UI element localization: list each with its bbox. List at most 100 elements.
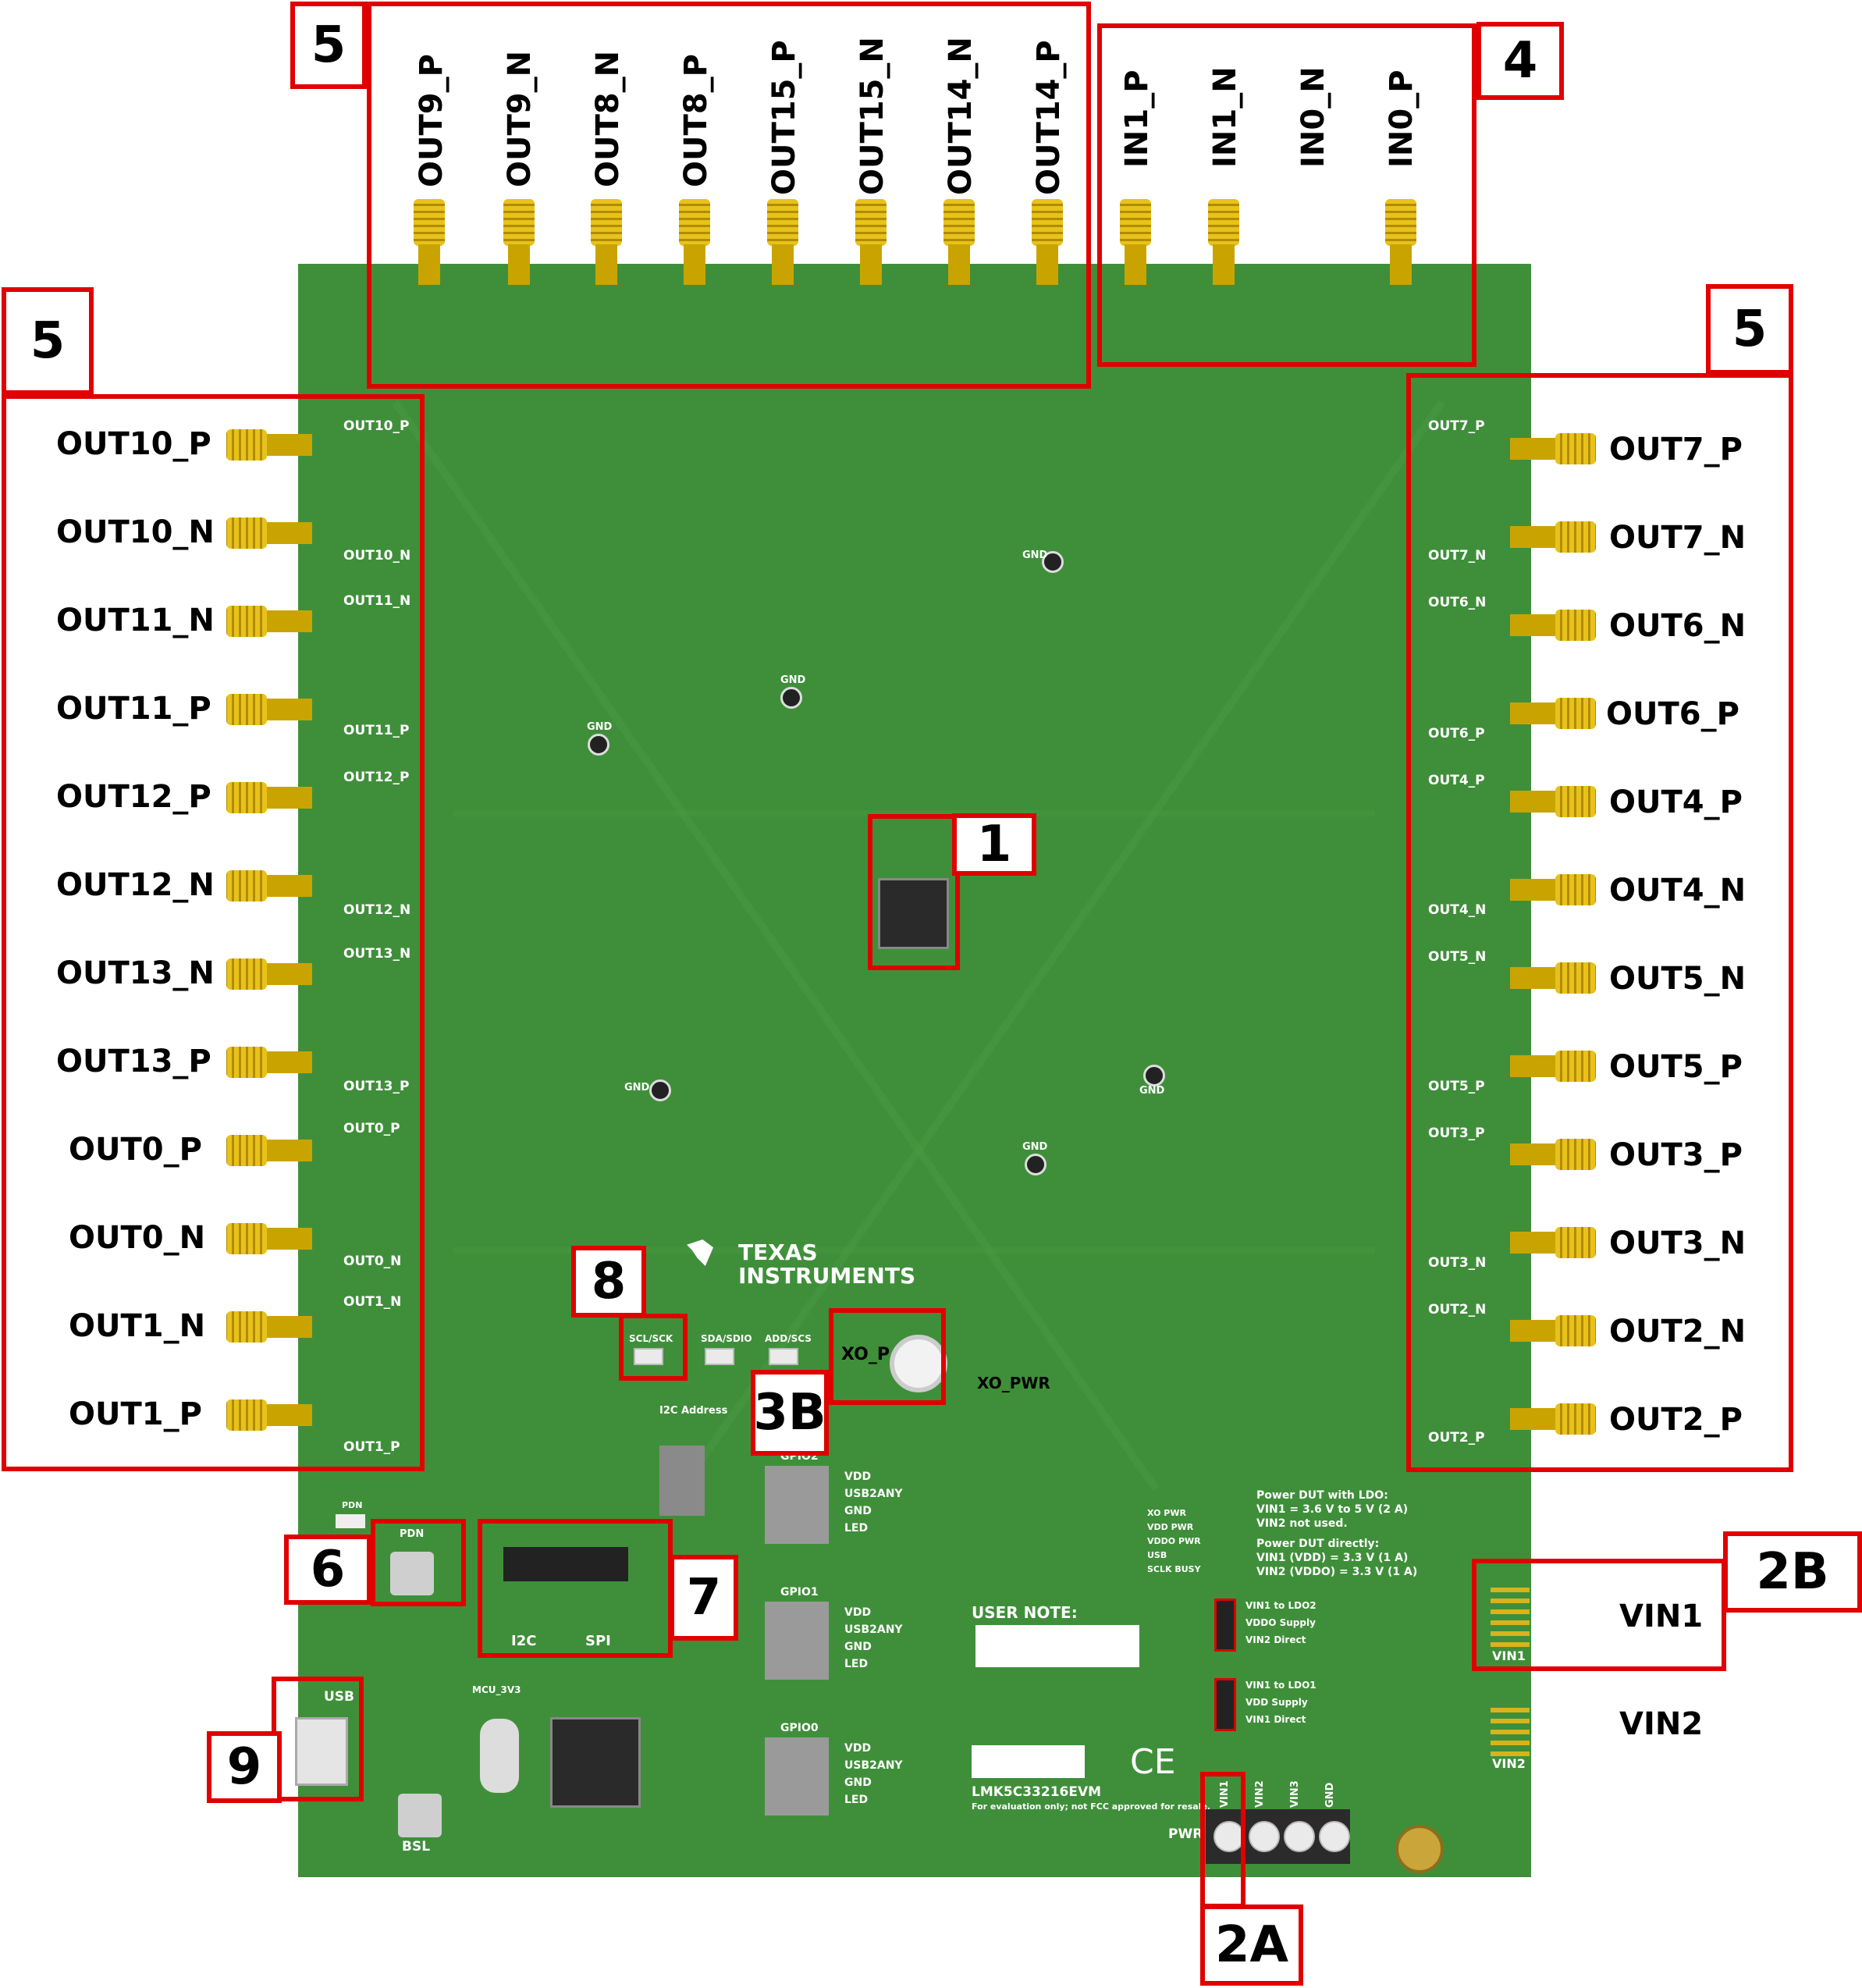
sma-connector[interactable] (943, 199, 975, 285)
gpio2-switch[interactable] (765, 1466, 829, 1544)
sma-connector[interactable] (1510, 786, 1596, 817)
gpio0-switch[interactable] (765, 1737, 829, 1816)
sma-connector[interactable] (1120, 199, 1151, 285)
sma-connector[interactable] (855, 199, 887, 285)
sma-connector[interactable] (1032, 199, 1063, 285)
jumper-label: VDDO Supply (1245, 1617, 1316, 1628)
silk-label: OUT4_P (1428, 773, 1485, 788)
sda-testpad[interactable] (705, 1348, 734, 1365)
sma-connector[interactable] (1510, 1227, 1596, 1258)
right-out-label: OUT5_P (1609, 1049, 1743, 1085)
callout-tag-7: 7 (670, 1555, 738, 1641)
terminal-screw[interactable] (1213, 1821, 1245, 1852)
silk-label: OUT6_N (1428, 595, 1487, 610)
gnd-testpoint[interactable] (780, 687, 802, 709)
vddo-jumper[interactable] (1214, 1599, 1236, 1652)
gnd-testpoint[interactable] (588, 734, 609, 756)
callout-tag-6: 6 (284, 1535, 371, 1605)
sma-connector[interactable] (1510, 1051, 1596, 1082)
sma-connector[interactable] (1510, 1139, 1596, 1170)
left-out-label: OUT0_P (69, 1132, 202, 1168)
silk-label: OUT3_N (1428, 1255, 1487, 1271)
led-label: VDD PWR (1147, 1522, 1194, 1532)
silk-label: OUT2_P (1428, 1430, 1485, 1446)
sma-connector[interactable] (1208, 199, 1239, 285)
gpio-row-label: USB2ANY (844, 1623, 903, 1636)
gpio-row-label: USB2ANY (844, 1488, 903, 1500)
silk-label: OUT12_N (343, 902, 411, 918)
pdn-button[interactable] (390, 1552, 434, 1595)
i2c-label: I2C (511, 1633, 537, 1649)
left-out-label: OUT13_P (56, 1044, 211, 1079)
sma-connector[interactable] (591, 199, 622, 285)
gnd-testpoint[interactable] (1042, 551, 1064, 573)
gpio1-label: GPIO1 (780, 1586, 819, 1599)
i2c-spi-header[interactable] (503, 1547, 628, 1581)
sma-connector[interactable] (1510, 1403, 1596, 1435)
callout-box-7 (478, 1519, 673, 1658)
sma-connector[interactable] (1510, 610, 1596, 641)
left-out-label: OUT12_N (56, 867, 215, 903)
vdd-jumper[interactable] (1214, 1678, 1236, 1731)
silk-gnd: GND (1022, 1141, 1048, 1153)
sma-connector[interactable] (1510, 1315, 1596, 1346)
sma-connector[interactable] (679, 199, 710, 285)
terminal-screw[interactable] (1319, 1821, 1350, 1852)
sma-connector[interactable] (1510, 521, 1596, 553)
callout-box-9 (272, 1677, 364, 1801)
pcb-trace (454, 1247, 1375, 1254)
callout-tag-5-top: 5 (290, 2, 367, 89)
sda-sdio-label: SDA/SDIO (701, 1333, 752, 1344)
add-testpad[interactable] (769, 1348, 798, 1365)
gpio1-switch[interactable] (765, 1602, 829, 1680)
terminal-screw[interactable] (1284, 1821, 1315, 1852)
jumper-label: VDD Supply (1245, 1697, 1308, 1708)
vin1-header[interactable] (1491, 1584, 1530, 1647)
bsl-button[interactable] (398, 1794, 442, 1837)
right-out-label: OUT2_P (1609, 1402, 1743, 1438)
power-note: VIN1 (VDD) = 3.3 V (1 A) (1256, 1552, 1409, 1564)
silk-label: OUT6_P (1428, 726, 1485, 741)
power-note: VIN2 (VDDO) = 3.3 V (1 A) (1256, 1566, 1418, 1578)
ti-brand-1: TEXAS (738, 1239, 818, 1265)
gnd-testpoint[interactable] (1025, 1154, 1046, 1175)
callout-tag-1: 1 (952, 813, 1036, 876)
gpio-row-label: GND (844, 1641, 872, 1653)
silk-gnd: GND (587, 721, 613, 733)
gnd-testpoint[interactable] (649, 1079, 671, 1101)
sma-connector[interactable] (1510, 962, 1596, 994)
vin2-header[interactable] (1491, 1702, 1530, 1756)
callout-box-2b (1472, 1559, 1726, 1671)
sma-connector[interactable] (1510, 698, 1596, 729)
callout-tag-2a: 2A (1200, 1904, 1303, 1986)
callout-tag-8: 8 (571, 1246, 646, 1318)
sma-connector[interactable] (767, 199, 798, 285)
ce-mark: CE (1130, 1742, 1176, 1782)
sma-connector[interactable] (1510, 433, 1596, 464)
vin1-label: VIN1 (1619, 1599, 1704, 1634)
gpio-row-label: VDD (844, 1742, 872, 1755)
sma-connector[interactable] (1385, 199, 1416, 285)
callout-box-5-top (367, 2, 1091, 389)
left-out-label: OUT0_N (69, 1220, 206, 1256)
sma-connector[interactable] (1510, 874, 1596, 905)
usb-connector[interactable] (295, 1717, 348, 1786)
terminal-screw[interactable] (1249, 1821, 1280, 1852)
sma-connector[interactable] (503, 199, 535, 285)
gpio-row-label: VDD (844, 1606, 872, 1619)
jumper-label: VIN2 Direct (1245, 1634, 1306, 1645)
left-out-label: OUT10_N (56, 514, 215, 550)
callout-box-1 (868, 814, 960, 970)
scl-testpad[interactable] (634, 1348, 663, 1365)
right-out-label: OUT3_P (1609, 1137, 1743, 1173)
sma-connector[interactable] (414, 199, 445, 285)
i2c-address-switch[interactable] (659, 1446, 705, 1516)
right-out-label: OUT6_N (1609, 608, 1747, 644)
silk-label: OUT10_P (343, 418, 410, 434)
addscs-label: ADD/SCS (765, 1333, 812, 1344)
gpio-row-label: LED (844, 1522, 869, 1535)
user-note-label: USER NOTE: (972, 1603, 1078, 1622)
power-note: Power DUT directly: (1256, 1538, 1380, 1550)
gnd-testpoint[interactable] (1143, 1065, 1165, 1086)
left-out-label: OUT1_N (69, 1308, 206, 1344)
